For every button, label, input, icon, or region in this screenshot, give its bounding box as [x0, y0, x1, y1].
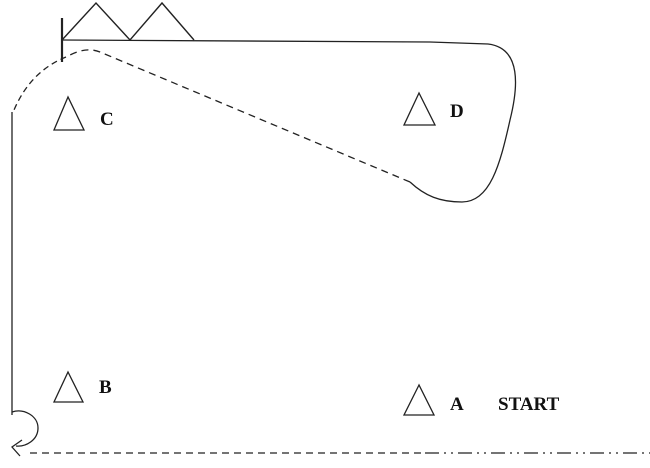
dashed-path-left-curve — [13, 56, 67, 111]
marker-d-label: D — [450, 101, 464, 122]
marker-a-label: A — [450, 394, 464, 415]
marker-c: C — [53, 95, 114, 131]
start-label: START — [498, 394, 560, 415]
solid-path-top — [61, 39, 517, 203]
marker-a: A START — [402, 383, 560, 416]
marker-b-label: B — [99, 377, 112, 398]
triangle-icon — [402, 383, 436, 416]
u-turn-arrow-icon — [11, 410, 39, 457]
dashed-path-return — [69, 49, 411, 183]
marker-b: B — [52, 370, 112, 403]
triangle-icon — [53, 95, 86, 131]
marker-d: D — [402, 91, 464, 126]
gate-zigzag — [61, 1, 195, 42]
triangle-icon — [52, 370, 85, 403]
marker-c-label: C — [100, 109, 114, 130]
triangle-icon — [402, 91, 437, 126]
gate-obstacle — [60, 1, 195, 62]
